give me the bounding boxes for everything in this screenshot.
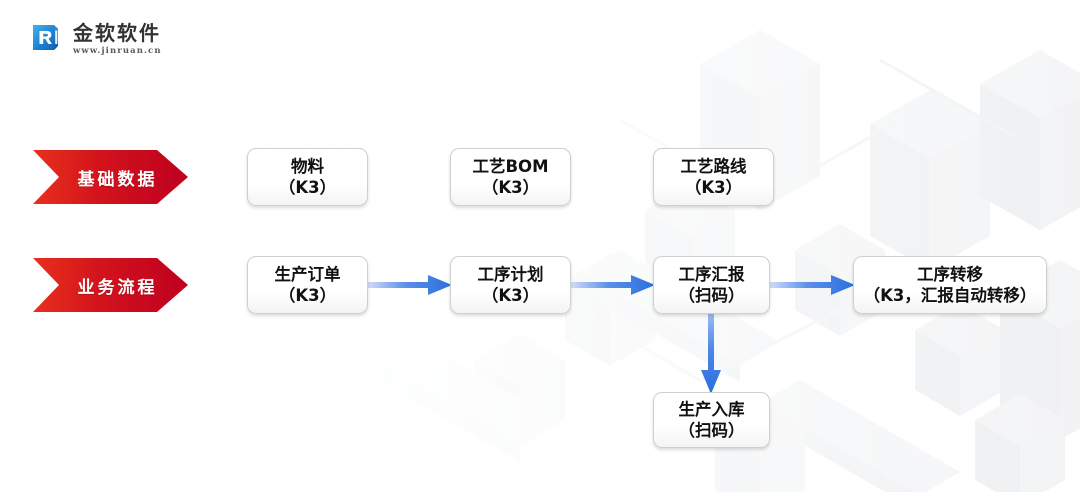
node-process-bom[interactable]: 工艺BOM （K3） (450, 148, 571, 206)
node-process-bom-line1: 工艺BOM (472, 156, 549, 176)
logo-mark-icon (30, 22, 64, 56)
row-banner-basic-data: 基础数据 (33, 150, 188, 204)
arrow-production-order-to-operation-plan (368, 272, 452, 298)
node-production-inbound-line2: （扫码） (678, 421, 745, 440)
arrow-operation-report-to-production-inbound (698, 314, 724, 394)
node-process-bom-line2: （K3） (481, 178, 540, 197)
node-process-route-line1: 工艺路线 (680, 156, 747, 176)
node-production-order[interactable]: 生产订单 （K3） (247, 256, 368, 314)
logo-company-name: 金软软件 (73, 20, 161, 45)
node-operation-plan-line1: 工序计划 (477, 264, 544, 284)
node-material-line1: 物料 (291, 156, 324, 176)
node-operation-transfer-line2: （K3，汇报自动转移） (863, 286, 1037, 305)
node-operation-report[interactable]: 工序汇报 （扫码） (653, 256, 770, 314)
brand-logo: 金软软件 www.jinruan.cn (30, 22, 162, 56)
row-banner-business-flow: 业务流程 (33, 258, 188, 312)
logo-website-url: www.jinruan.cn (73, 45, 162, 56)
arrow-operation-plan-to-operation-report (571, 272, 655, 298)
node-material-line2: （K3） (278, 178, 337, 197)
node-production-order-line1: 生产订单 (274, 264, 341, 284)
node-operation-transfer-line1: 工序转移 (917, 264, 983, 284)
node-operation-plan-line2: （K3） (481, 286, 540, 305)
node-production-order-line2: （K3） (278, 286, 337, 305)
node-process-route-line2: （K3） (684, 178, 743, 197)
node-production-inbound[interactable]: 生产入库 （扫码） (653, 392, 770, 448)
logo-text-block: 金软软件 www.jinruan.cn (73, 20, 162, 56)
node-operation-plan[interactable]: 工序计划 （K3） (450, 256, 571, 314)
arrow-operation-report-to-operation-transfer (770, 272, 855, 298)
node-process-route[interactable]: 工艺路线 （K3） (653, 148, 774, 206)
node-material[interactable]: 物料 （K3） (247, 148, 368, 206)
node-operation-report-line2: （扫码） (678, 286, 745, 305)
node-production-inbound-line1: 生产入库 (678, 399, 745, 419)
node-operation-report-line1: 工序汇报 (678, 264, 745, 284)
node-operation-transfer[interactable]: 工序转移 （K3，汇报自动转移） (853, 256, 1047, 314)
row-banner-basic-data-label: 基础数据 (77, 169, 158, 190)
row-banner-business-flow-label: 业务流程 (77, 277, 158, 298)
